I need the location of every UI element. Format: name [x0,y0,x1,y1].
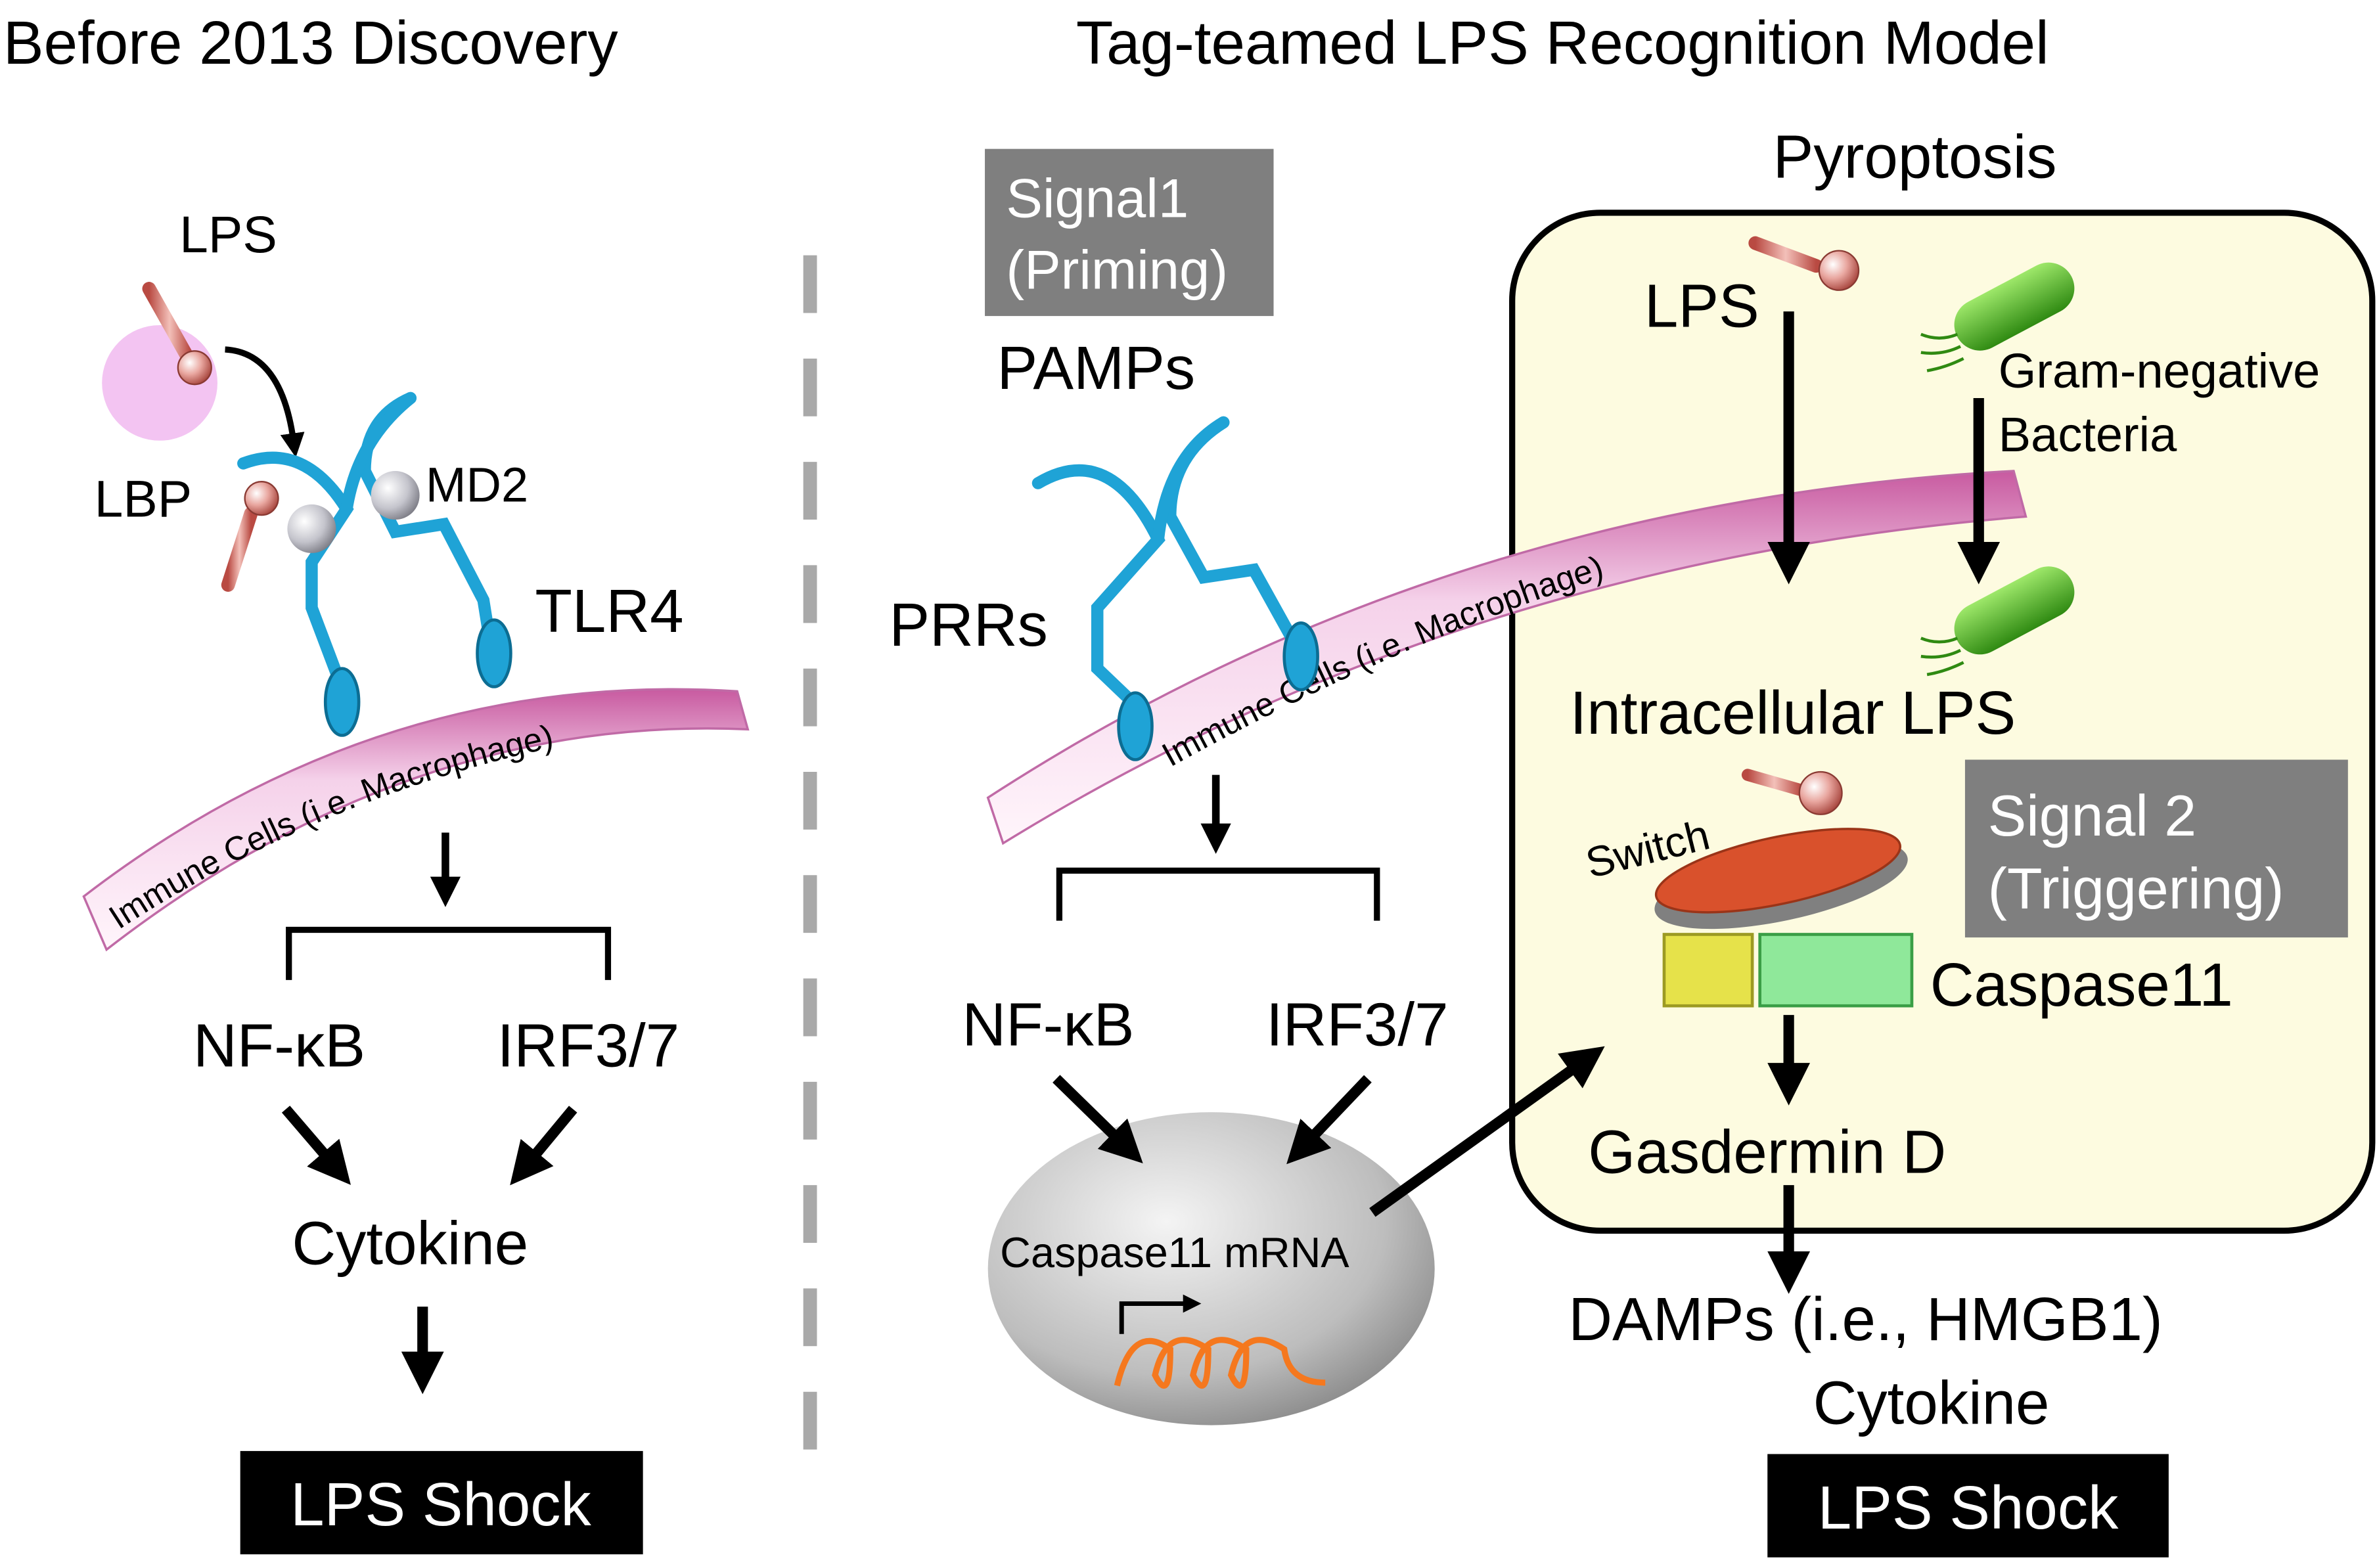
tlr4-label: TLR4 [535,577,683,645]
caspase-domain-small [1662,933,1754,1008]
prrs-label: PRRs [889,591,1048,659]
left-membrane-label: Immune Cells (i.e. Macrophage) [102,717,556,935]
lps-molecule-icon [142,282,212,386]
prr-receptor-icon [1031,416,1303,708]
signal1-line1: Signal1 [1006,168,1188,229]
pyroptosis-label: Pyroptosis [1773,123,2057,191]
left-cytokine-label: Cytokine [292,1209,528,1277]
mrna-coil-icon [1114,1337,1326,1389]
right-bracket [1056,867,1380,921]
right-irf-label: IRF3/7 [1266,990,1449,1058]
right-nfkb-arrow [1053,1075,1143,1164]
pamps-label: PAMPs [997,334,1196,402]
bacteria-line2: Bacteria [1999,407,2177,462]
tlr4-receptor-icon [237,392,496,683]
caspase-domain-large [1758,933,1914,1008]
lps-to-tlr4-arrow [225,346,305,458]
tlr4-anchor-left [323,667,361,737]
signal2-line2: (Triggering) [1988,856,2284,921]
left-lps-label: LPS [179,206,277,263]
left-nfkb-label: NF-κB [193,1012,365,1080]
gram-negative-bacteria-icon [1920,262,2075,372]
left-shock-label: LPS Shock [290,1470,591,1538]
gasdermin-label: Gasdermin D [1588,1118,1946,1186]
right-nfkb-label: NF-κB [962,990,1134,1058]
left-nfkb-arrow [281,1106,351,1185]
intracellular-bacteria-icon [1920,566,2075,677]
nucleus [987,1112,1435,1425]
prr-anchor-left [1117,691,1154,761]
right-title: Tag-teamed LPS Recognition Model [1076,9,2049,77]
signal2-line1: Signal 2 [1988,783,2197,848]
right-shock-label: LPS Shock [1818,1473,2119,1542]
mrna-to-caspase-arrow [1369,1046,1605,1217]
md2-ball-left [287,504,336,553]
right-shock-box [1767,1454,2169,1557]
left-shock-box [240,1450,643,1555]
left-irf-label: IRF3/7 [497,1012,680,1080]
lps-switch-icon [1741,769,1843,815]
switch-disc [1654,828,1901,914]
lps-bound-icon [221,481,279,592]
signal1-box [985,148,1274,317]
box-lps-label: LPS [1644,271,1759,340]
lps-extracellular-icon [1748,236,1860,291]
prr-anchor-right [1282,621,1319,692]
bacteria-line1: Gram-negative [1999,344,2320,398]
left-irf-arrow [510,1106,577,1186]
signal1-line2: (Priming) [1006,239,1228,300]
damps-label: DAMPs (i.e., HMGB1) [1568,1285,2163,1353]
right-irf-arrow [1286,1075,1372,1165]
tlr4-anchor-right [476,618,512,688]
left-membrane [82,688,750,952]
caspase-label: Caspase11 [1930,951,2233,1019]
md2-label: MD2 [426,457,528,512]
left-title: Before 2013 Discovery [3,9,618,77]
md2-ball-right [371,471,420,520]
left-bracket [286,926,612,980]
mrna-label: Caspase11 mRNA [1000,1228,1349,1276]
right-cytokine-label: Cytokine [1813,1368,2050,1437]
intracellular-lps-label: Intracellular LPS [1570,679,2016,747]
transcription-start-icon [1119,1294,1202,1334]
lbp-label: LBP [95,470,192,527]
signal2-box [1964,759,2348,938]
